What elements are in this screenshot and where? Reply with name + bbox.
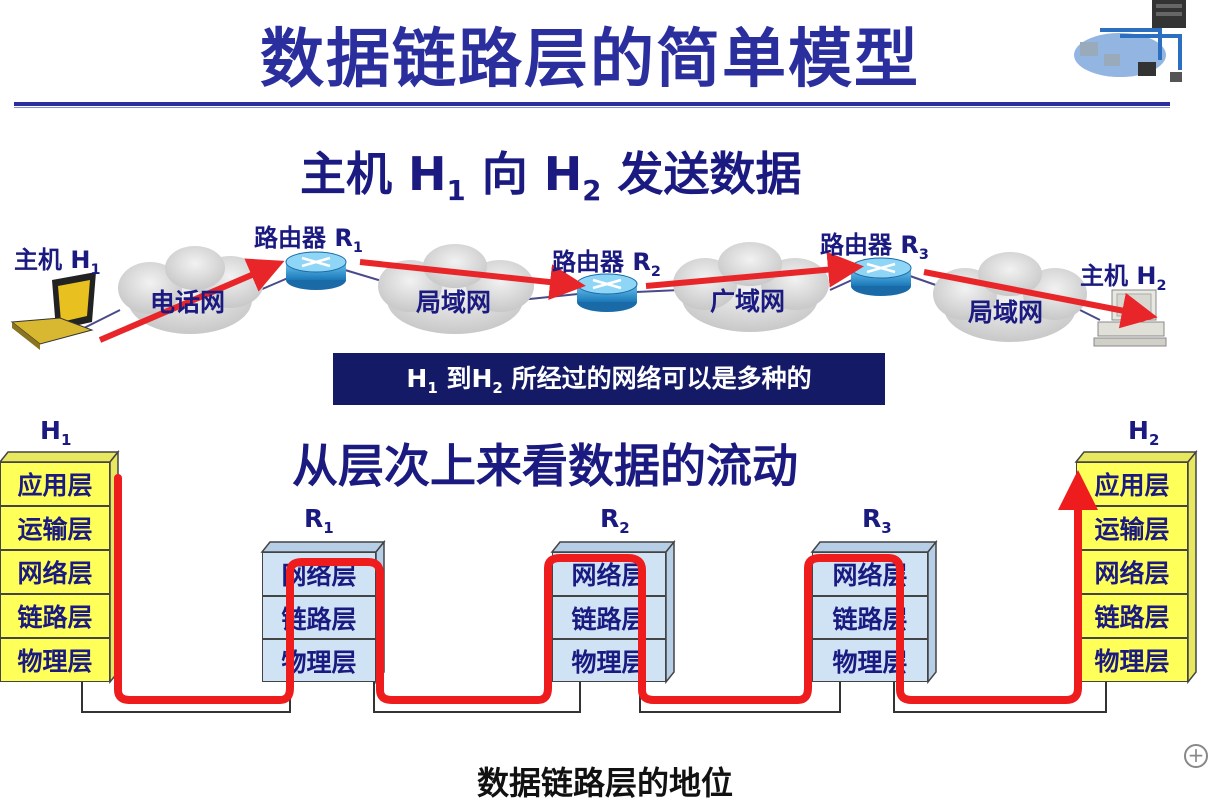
network-types-banner: H1 到H2 所经过的网络可以是多种的 <box>333 353 885 405</box>
subtitle: 主机 H1 向 H2 发送数据 <box>300 147 802 208</box>
h1-layer: 网络层 <box>0 550 110 594</box>
h1-layer: 链路层 <box>0 594 110 638</box>
network-label: 局域网 <box>968 298 1044 327</box>
h2-layer: 链路层 <box>1076 594 1188 638</box>
section-title: 从层次上来看数据的流动 <box>292 439 798 493</box>
cloud-icon <box>933 252 1087 342</box>
title-divider-thin <box>14 107 1170 108</box>
laptop-icon <box>10 272 96 350</box>
cloud-icon <box>378 244 534 334</box>
stack-r1-label: R1 <box>304 504 334 537</box>
r3-layer: 物理层 <box>812 639 928 682</box>
host1-label: 主机 H1 <box>14 246 101 278</box>
physical-links <box>81 682 1107 713</box>
h2-layer: 物理层 <box>1076 638 1188 682</box>
router1-label: 路由器 R1 <box>254 224 363 256</box>
data-flow-arrows <box>98 251 1158 343</box>
zoom-in-icon[interactable]: + <box>1184 744 1208 768</box>
r2-layer: 链路层 <box>552 596 666 639</box>
stack-h1-label: H1 <box>40 416 72 449</box>
host2-label: 主机 H2 <box>1080 262 1167 294</box>
page-title: 数据链路层的简单模型 <box>260 23 920 97</box>
stack-r3-label: R3 <box>862 504 892 537</box>
router-icon <box>285 251 347 290</box>
stack-r2-label: R2 <box>600 504 630 537</box>
h2-layer: 应用层 <box>1076 462 1188 506</box>
network-label: 电话网 <box>150 288 226 317</box>
router-icon <box>850 257 912 296</box>
r3-layer: 链路层 <box>812 596 928 639</box>
router2-label: 路由器 R2 <box>552 248 661 280</box>
figure-caption: 数据链路层的地位 <box>476 764 733 802</box>
stack-h2-label: H2 <box>1128 416 1160 449</box>
r2-layer: 物理层 <box>552 639 666 682</box>
data-flow-path <box>114 470 1098 704</box>
h1-layer: 运输层 <box>0 506 110 550</box>
network-label: 局域网 <box>416 288 492 317</box>
h1-layer: 应用层 <box>0 462 110 506</box>
h2-layer: 网络层 <box>1076 550 1188 594</box>
router3-label: 路由器 R3 <box>820 231 929 263</box>
h1-layer: 物理层 <box>0 638 110 682</box>
network-label: 广域网 <box>710 287 786 316</box>
title-divider <box>14 102 1170 106</box>
